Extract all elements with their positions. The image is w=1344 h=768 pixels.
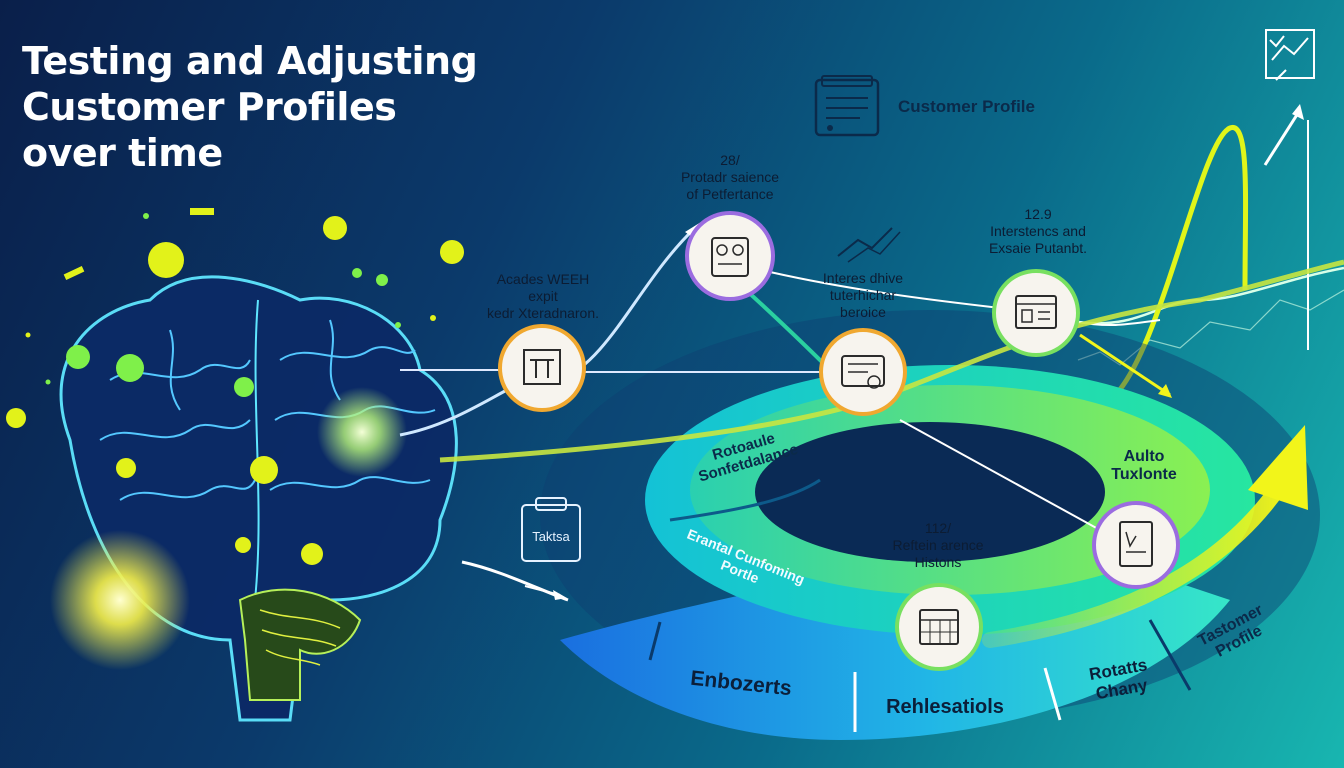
node-3-label-line-3: beroice: [840, 304, 886, 320]
node-1-label-line-3: kedr Xteradnaron.: [486, 305, 600, 321]
node-1[interactable]: [498, 324, 586, 412]
customer-profile-label: Customer Profile: [898, 97, 1035, 116]
node-3-label-line-1: Interes dhive: [822, 270, 904, 286]
title-line-3: over time: [22, 131, 223, 175]
page-title: Testing and Adjusting Customer Profiles …: [22, 38, 478, 176]
segment-rehlesatiols: Rehlesatiols: [886, 696, 1004, 718]
node-3-label: Interes dhive tuterhichar beroice: [796, 270, 930, 321]
node-2-number: 28/: [720, 152, 740, 168]
node-4-number: 12.9: [1024, 206, 1052, 222]
task-label: Taktsa: [532, 529, 570, 544]
cycle-ring: [540, 310, 1320, 740]
node-2-label: 28/ Protadr saience of Petfertance: [660, 152, 800, 203]
node-3-label-line-2: tuterhichar: [829, 287, 897, 303]
auto-label: Aulto Tuxlonte: [1111, 448, 1177, 483]
growth-chart: [1077, 104, 1344, 402]
document-icon: [814, 75, 880, 137]
node-1-label-line-2: expit: [528, 288, 558, 304]
node-5-label-line-1: Reftein arence: [892, 537, 984, 553]
node-3[interactable]: [819, 328, 907, 416]
node-4-label: 12.9 Interstencs and Exsaie Putanbt.: [968, 206, 1108, 257]
node-1-label: Acades WEEH expit kedr Xteradnaron.: [478, 271, 608, 322]
title-line-2: Customer Profiles: [22, 85, 397, 129]
node-2-label-line-1: Protadr saience: [680, 169, 780, 185]
brain-illustration: [50, 275, 458, 722]
node-4-label-line-1: Interstencs and: [990, 223, 1086, 239]
node-2-label-line-2: of Petfertance: [686, 186, 774, 202]
particle-dots: [6, 208, 464, 565]
node-4-label-line-2: Exsaie Putanbt.: [988, 240, 1088, 256]
node-1-label-line-1: Acades WEEH: [496, 271, 590, 287]
node-5[interactable]: [895, 583, 983, 671]
checklist-chart-icon: [1265, 29, 1315, 81]
clipboard-icon: [521, 497, 581, 562]
node-5-label: 112/ Reftein arence Histons: [868, 520, 1008, 571]
node-5-number: 112/: [924, 520, 952, 536]
node-5-label-line-2: Histons: [914, 554, 962, 570]
node-2[interactable]: [685, 211, 775, 301]
title-line-1: Testing and Adjusting: [22, 39, 478, 83]
node-6[interactable]: [1092, 501, 1180, 589]
node-4[interactable]: [992, 269, 1080, 357]
